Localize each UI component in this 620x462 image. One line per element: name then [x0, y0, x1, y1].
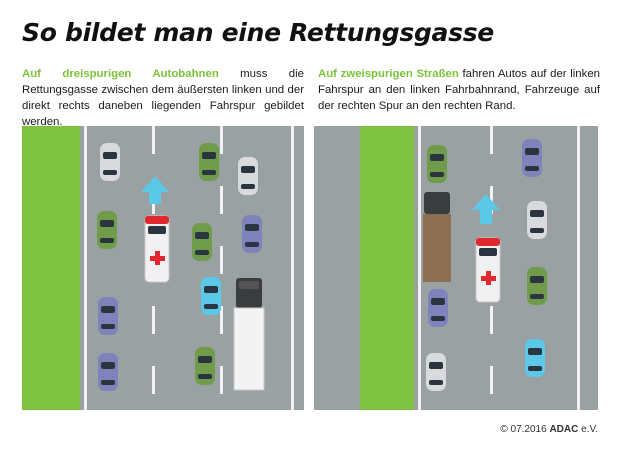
arrow-up-icon: [472, 194, 500, 224]
car: [427, 145, 447, 183]
car: [199, 143, 219, 181]
road-edge-line-left: [418, 126, 421, 410]
car: [98, 297, 118, 335]
grass-shoulder-left: [360, 126, 414, 410]
highlight-two-lane: Auf zweispurigen Straßen: [318, 68, 459, 80]
car: [195, 347, 215, 385]
grass-shoulder-left: [22, 126, 80, 410]
ambulance-icon: [144, 215, 170, 283]
car: [100, 143, 120, 181]
description-two-lane: Auf zweispurigen Straßen fahren Autos au…: [318, 66, 600, 114]
page-title: So bildet man eine Rettungsgasse: [22, 18, 494, 47]
car: [527, 267, 547, 305]
illustration-two-lane: [314, 126, 598, 410]
truck-icon: [423, 192, 451, 282]
description-three-lane: Auf dreispurigen Autobahnen muss die Ret…: [22, 66, 304, 130]
road-edge-line-right: [577, 126, 580, 410]
road-edge-line-left: [84, 126, 87, 410]
car: [426, 353, 446, 391]
footer-credit: © 07.2016 ADAC e.V.: [500, 424, 598, 435]
car: [98, 353, 118, 391]
brand-logo: ADAC: [549, 424, 579, 435]
truck-icon: [233, 278, 265, 391]
copyright-date: © 07.2016: [500, 424, 547, 435]
illustration-three-lane: [22, 126, 304, 410]
text-two-lane: fahren Autos auf der linken Fahrspur an …: [318, 68, 600, 112]
text-three-lane: muss die Rettungsgasse zwischen dem äuße…: [22, 68, 304, 128]
ambulance-icon: [475, 237, 501, 303]
highlight-three-lane: Auf dreispurigen Autobahnen: [22, 68, 219, 80]
car: [192, 223, 212, 261]
arrow-up-icon: [141, 176, 169, 204]
car: [428, 289, 448, 327]
car: [97, 211, 117, 249]
car: [201, 277, 221, 315]
car: [242, 215, 262, 253]
car: [527, 201, 547, 239]
car: [522, 139, 542, 177]
vehicles-two-lane: [423, 139, 547, 391]
road-edge-line-right: [291, 126, 294, 410]
vehicles-three-lane: [97, 143, 265, 391]
car: [238, 157, 258, 195]
brand-suffix: e.V.: [578, 424, 598, 435]
car: [525, 339, 545, 377]
